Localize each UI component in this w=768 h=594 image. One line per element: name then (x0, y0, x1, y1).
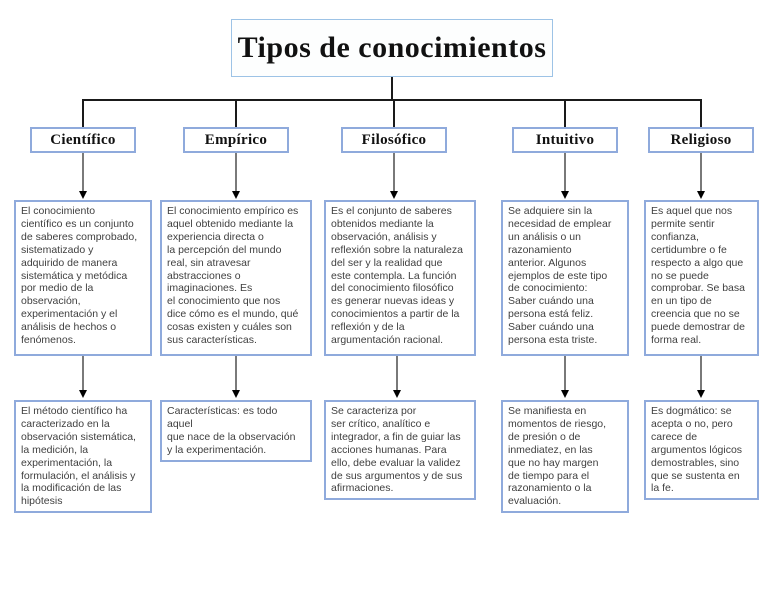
branch-detail-text: Características: es todo aquel que nace … (167, 405, 296, 456)
branch-description-text: Se adquiere sin la necesidad de emplear … (508, 205, 612, 347)
branch-label: Empírico (204, 131, 268, 148)
branch-description-filosofico: Es el conjunto de saberes obtenidos medi… (324, 200, 476, 356)
branch-label: Filosófico (361, 131, 427, 148)
branch-description-empirico: El conocimiento empírico es aquel obteni… (160, 200, 312, 356)
diagram-title-box: Tipos de conocimientos (231, 19, 553, 77)
branch-detail-text: Se caracteriza por ser crítico, analític… (331, 405, 463, 495)
diagram-title: Tipos de conocimientos (237, 31, 547, 64)
branch-description-religioso: Es aquel que nos permite sentir confianz… (644, 200, 759, 356)
arrowhead-down-icons (79, 390, 705, 398)
branch-detail-filosofico: Se caracteriza por ser crítico, analític… (324, 400, 476, 501)
branch-detail-text: Se manifiesta en momentos de riesgo, de … (508, 405, 607, 508)
branch-detail-cientifico: El método científico ha caracterizado en… (14, 400, 152, 514)
branch-header-religioso: Religioso (648, 127, 754, 153)
branch-description-text: El conocimiento científico es un conjunt… (21, 205, 138, 347)
branch-detail-intuitivo: Se manifiesta en momentos de riesgo, de … (501, 400, 629, 514)
branch-description-cientifico: El conocimiento científico es un conjunt… (14, 200, 152, 356)
branch-header-cientifico: Científico (30, 127, 136, 153)
arrowhead-down-icons (79, 191, 705, 199)
branch-description-intuitivo: Se adquiere sin la necesidad de emplear … (501, 200, 629, 356)
branch-detail-text: El método científico ha caracterizado en… (21, 405, 136, 508)
branch-header-empirico: Empírico (183, 127, 289, 153)
branch-header-intuitivo: Intuitivo (512, 127, 618, 153)
branch-detail-text: Es dogmático: se acepta o no, pero carec… (651, 405, 743, 495)
branch-description-text: Es aquel que nos permite sentir confianz… (651, 205, 745, 347)
branch-header-filosofico: Filosófico (341, 127, 447, 153)
branch-description-text: El conocimiento empírico es aquel obteni… (167, 205, 299, 347)
branch-description-text: Es el conjunto de saberes obtenidos medi… (331, 205, 463, 347)
branch-label: Científico (50, 131, 116, 148)
branch-label: Intuitivo (535, 131, 595, 148)
branch-detail-empirico: Características: es todo aquel que nace … (160, 400, 312, 462)
branch-detail-religioso: Es dogmático: se acepta o no, pero carec… (644, 400, 759, 501)
branch-label: Religioso (670, 131, 732, 148)
